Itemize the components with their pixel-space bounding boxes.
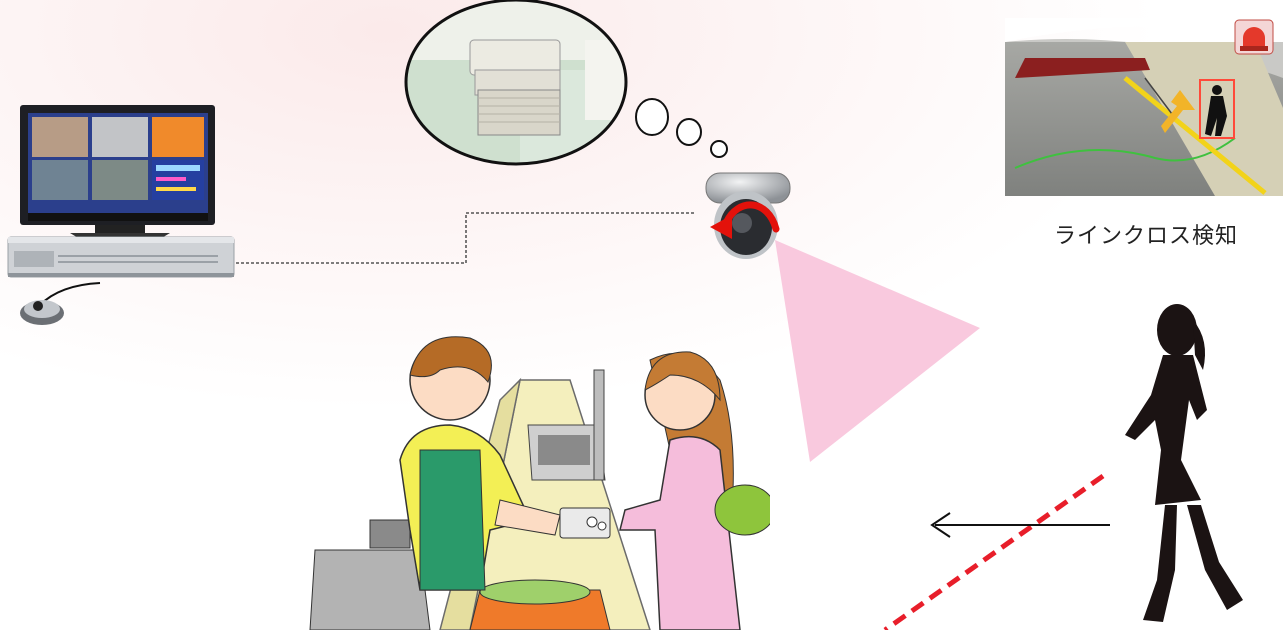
detection-line <box>885 476 1103 630</box>
